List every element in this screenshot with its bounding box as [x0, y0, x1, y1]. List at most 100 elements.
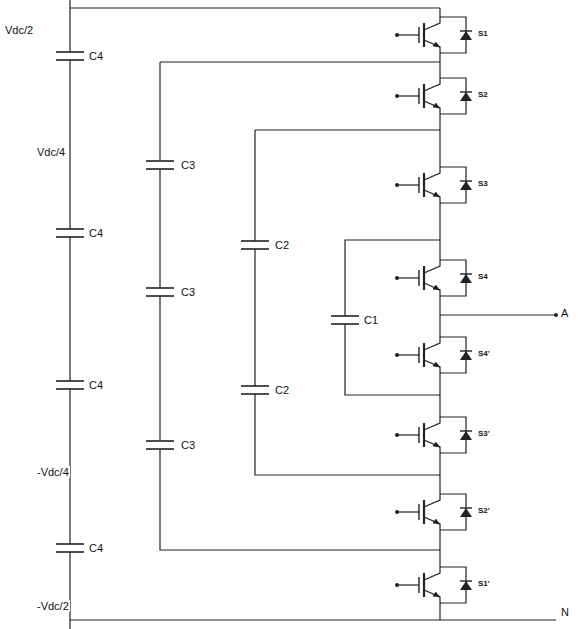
- terminal-label: N: [560, 606, 570, 618]
- capacitor-gap: [67, 52, 73, 60]
- igbt-body: [423, 500, 425, 524]
- gate-terminal: [395, 353, 399, 357]
- switch-label: S2: [477, 91, 489, 100]
- diode-loop: [440, 167, 466, 203]
- wire: [439, 459, 440, 475]
- igbt-body: [423, 23, 425, 47]
- capacitor-gap: [67, 229, 73, 237]
- wire: [160, 62, 440, 550]
- wire: [439, 209, 440, 240]
- igbt-collector: [424, 254, 440, 273]
- capacitor-plate: [241, 240, 269, 242]
- output-terminal: [554, 313, 558, 317]
- capacitor-label: C3: [180, 286, 196, 298]
- diode-symbol: [460, 581, 472, 590]
- switch-label: S3': [477, 430, 491, 439]
- switch-label: S3: [477, 180, 489, 189]
- capacitor-plate: [56, 228, 84, 230]
- capacitor-gap: [252, 386, 258, 394]
- igbt-body: [423, 423, 425, 447]
- wire: [439, 8, 440, 11]
- diode-bar: [460, 91, 472, 92]
- gate-lead: [398, 584, 419, 585]
- capacitor-plate: [146, 295, 174, 297]
- capacitor-label: C1: [363, 314, 379, 326]
- capacitor-label: C2: [274, 384, 290, 396]
- wire: [70, 619, 440, 620]
- igbt-collector: [424, 561, 440, 580]
- igbt-emitter: [424, 440, 440, 459]
- diode-symbol: [460, 31, 472, 40]
- capacitor-plate: [56, 388, 84, 390]
- igbt-emitter: [424, 190, 440, 209]
- gate-lead: [398, 277, 419, 278]
- gate-terminal: [395, 183, 399, 187]
- diode-loop: [440, 337, 466, 373]
- capacitor-plate: [146, 448, 174, 450]
- voltage-label: -Vdc/2: [36, 600, 70, 612]
- diode-loop: [440, 417, 466, 453]
- wire: [439, 395, 440, 411]
- neutral-wire: [440, 619, 556, 620]
- wire: [439, 315, 440, 331]
- diode-bar: [460, 350, 472, 351]
- diode-symbol: [460, 274, 472, 283]
- capacitor-plate: [241, 248, 269, 250]
- output-wire: [440, 314, 556, 315]
- diode-symbol: [460, 508, 472, 517]
- diode-bar: [460, 430, 472, 431]
- igbt-emitter: [424, 517, 440, 536]
- capacitor-plate: [56, 51, 84, 53]
- gate-terminal: [395, 433, 399, 437]
- igbt-collector: [424, 161, 440, 180]
- wire: [439, 536, 440, 550]
- wire: [439, 59, 440, 62]
- diode-bar: [460, 273, 472, 274]
- voltage-label: Vdc/4: [36, 146, 66, 158]
- emitter-arrow: [433, 519, 440, 524]
- capacitor-label: C3: [180, 439, 196, 451]
- diode-symbol: [460, 431, 472, 440]
- wire: [439, 550, 440, 561]
- emitter-arrow: [433, 362, 440, 367]
- capacitor-plate: [241, 393, 269, 395]
- capacitor-plate: [146, 440, 174, 442]
- igbt-body: [423, 266, 425, 290]
- capacitor-gap: [67, 381, 73, 389]
- emitter-arrow: [433, 192, 440, 197]
- capacitor-gap: [157, 161, 163, 169]
- capacitor-plate: [56, 59, 84, 61]
- wire: [255, 129, 440, 130]
- wire: [439, 120, 440, 130]
- gate-lead: [398, 434, 419, 435]
- diode-loop: [440, 78, 466, 114]
- wire: [255, 130, 440, 475]
- capacitor-gap: [342, 316, 348, 324]
- diode-symbol: [460, 181, 472, 190]
- gate-lead: [398, 95, 419, 96]
- terminal-label: A: [560, 307, 569, 319]
- wire: [439, 302, 440, 315]
- capacitor-gap: [157, 441, 163, 449]
- capacitor-gap: [157, 288, 163, 296]
- gate-terminal: [395, 510, 399, 514]
- igbt-collector: [424, 72, 440, 91]
- igbt-emitter: [424, 101, 440, 120]
- capacitor-label: C4: [88, 379, 104, 391]
- diode-symbol: [460, 92, 472, 101]
- igbt-collector: [424, 488, 440, 507]
- gate-terminal: [395, 276, 399, 280]
- capacitor-label: C3: [180, 159, 196, 171]
- wire: [439, 379, 440, 395]
- capacitor-plate: [146, 287, 174, 289]
- capacitor-plate: [56, 380, 84, 382]
- diode-bar: [460, 180, 472, 181]
- capacitor-plate: [56, 551, 84, 553]
- diode-bar: [460, 580, 472, 581]
- wire: [160, 61, 440, 62]
- switch-label: S1: [477, 30, 489, 39]
- emitter-arrow: [433, 442, 440, 447]
- wire: [345, 240, 440, 395]
- diode-symbol: [460, 351, 472, 360]
